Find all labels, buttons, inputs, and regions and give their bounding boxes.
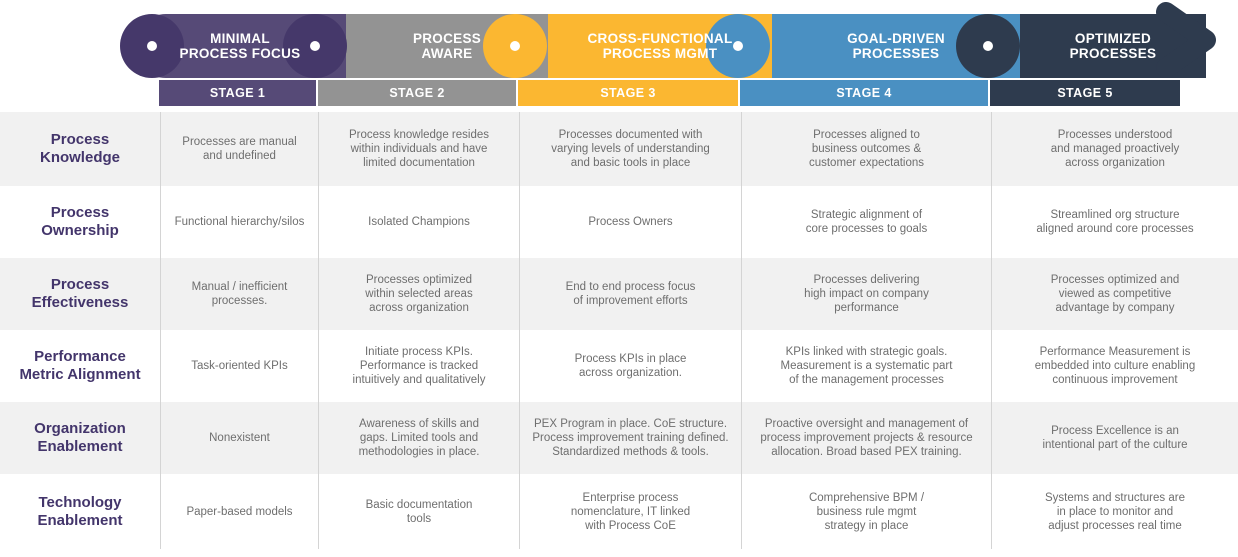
matrix-cell-r6c2: Basic documentation tools	[318, 474, 519, 549]
milestone-node-5[interactable]	[956, 14, 1020, 78]
matrix-cell-r1c3: Processes documented with varying levels…	[519, 112, 741, 186]
matrix-cell-r5c4: Proactive oversight and management of pr…	[741, 402, 991, 474]
row-label-process-knowledge: Process Knowledge	[39, 131, 120, 166]
matrix-cell-r2c5: Streamlined org structure aligned around…	[991, 186, 1238, 258]
matrix-cell-r2c1: Functional hierarchy/silos	[160, 186, 318, 258]
matrix-cell-r4c1: Task-oriented KPIs	[160, 330, 318, 402]
stage-cell-label: STAGE 1	[209, 86, 266, 100]
row-label-performance-metric-alignment: Performance Metric Alignment	[19, 348, 141, 383]
stage-cell-label: STAGE 3	[600, 86, 656, 100]
matrix-cell-r4c3: Process KPIs in place across organizatio…	[519, 330, 741, 402]
arrow-chevron-path	[1156, 2, 1216, 78]
chevron-right-arrow-icon	[1156, 2, 1216, 78]
row-label-organization-enablement: Organization Enablement	[34, 420, 126, 455]
matrix-cell-r2c3: Process Owners	[519, 186, 741, 258]
matrix-cell-r6c1: Paper-based models	[160, 474, 318, 549]
banner-segment-label: GOAL-DRIVEN PROCESSES	[847, 30, 945, 62]
matrix-cell-r4c5: Performance Measurement is embedded into…	[991, 330, 1238, 402]
matrix-cell-r6c3: Enterprise process nomenclature, IT link…	[519, 474, 741, 549]
stage-cell-4[interactable]: STAGE 4	[740, 80, 988, 106]
matrix-cell-r3c3: End to end process focus of improvement …	[519, 258, 741, 330]
banner-segment-label: OPTIMIZED PROCESSES	[1069, 30, 1157, 62]
maturity-matrix: Process Knowledge Processes are manual a…	[0, 112, 1238, 549]
row-label-process-effectiveness: Process Effectiveness	[31, 276, 129, 311]
matrix-cell-r2c4: Strategic alignment of core processes to…	[741, 186, 991, 258]
matrix-cell-r3c1: Manual / inefficient processes.	[160, 258, 318, 330]
table-row: Process Knowledge Processes are manual a…	[0, 112, 1238, 186]
matrix-cell-r3c2: Processes optimized within selected area…	[318, 258, 519, 330]
table-row: Process Effectiveness Manual / inefficie…	[0, 258, 1238, 330]
milestone-dot-icon	[733, 41, 743, 51]
row-label-process-ownership: Process Ownership	[41, 204, 119, 239]
stage-cell-label: STAGE 4	[836, 86, 892, 100]
milestone-node-1[interactable]	[120, 14, 184, 78]
matrix-cell-r5c3: PEX Program in place. CoE structure. Pro…	[519, 402, 741, 474]
matrix-cell-r1c1: Processes are manual and undefined	[160, 112, 318, 186]
matrix-cell-r5c5: Process Excellence is an intentional par…	[991, 402, 1238, 474]
matrix-cell-r1c5: Processes understood and managed proacti…	[991, 112, 1238, 186]
stage-cell-2[interactable]: STAGE 2	[318, 80, 516, 106]
banner-segment-label: MINIMAL PROCESS FOCUS	[179, 30, 301, 62]
matrix-cell-r5c2: Awareness of skills and gaps. Limited to…	[318, 402, 519, 474]
maturity-banner: MINIMAL PROCESS FOCUS PROCESS AWARE CROS…	[0, 0, 1238, 78]
stage-cell-label: STAGE 2	[389, 86, 445, 100]
matrix-cell-r2c2: Isolated Champions	[318, 186, 519, 258]
matrix-cell-r1c4: Processes aligned to business outcomes &…	[741, 112, 991, 186]
banner-segment-label: CROSS-FUNCTIONAL PROCESS MGMT	[587, 30, 733, 62]
stage-cell-label: STAGE 5	[1057, 86, 1113, 100]
matrix-cell-r3c4: Processes delivering high impact on comp…	[741, 258, 991, 330]
milestone-node-3[interactable]	[483, 14, 547, 78]
milestone-dot-icon	[983, 41, 993, 51]
milestone-dot-icon	[310, 41, 320, 51]
milestone-node-2[interactable]	[283, 14, 347, 78]
milestone-dot-icon	[510, 41, 520, 51]
matrix-cell-r6c4: Comprehensive BPM / business rule mgmt s…	[741, 474, 991, 549]
table-row: Organization Enablement Nonexistent Awar…	[0, 402, 1238, 474]
matrix-cell-r1c2: Process knowledge resides within individ…	[318, 112, 519, 186]
matrix-cell-r4c2: Initiate process KPIs. Performance is tr…	[318, 330, 519, 402]
row-label-technology-enablement: Technology Enablement	[37, 493, 123, 529]
table-row: Performance Metric Alignment Task-orient…	[0, 330, 1238, 402]
matrix-cell-r5c1: Nonexistent	[160, 402, 318, 474]
banner-segment-label: PROCESS AWARE	[412, 30, 482, 62]
stage-cell-5[interactable]: STAGE 5	[990, 80, 1180, 106]
milestone-dot-icon	[147, 41, 157, 51]
matrix-cell-r6c5: Systems and structures are in place to m…	[991, 474, 1238, 549]
stage-cell-1[interactable]: STAGE 1	[159, 80, 316, 106]
stage-cell-3[interactable]: STAGE 3	[518, 80, 738, 106]
table-row: Technology Enablement Paper-based models…	[0, 474, 1238, 549]
matrix-cell-r3c5: Processes optimized and viewed as compet…	[991, 258, 1238, 330]
milestone-node-4[interactable]	[706, 14, 770, 78]
table-row: Process Ownership Functional hierarchy/s…	[0, 186, 1238, 258]
matrix-cell-r4c4: KPIs linked with strategic goals. Measur…	[741, 330, 991, 402]
